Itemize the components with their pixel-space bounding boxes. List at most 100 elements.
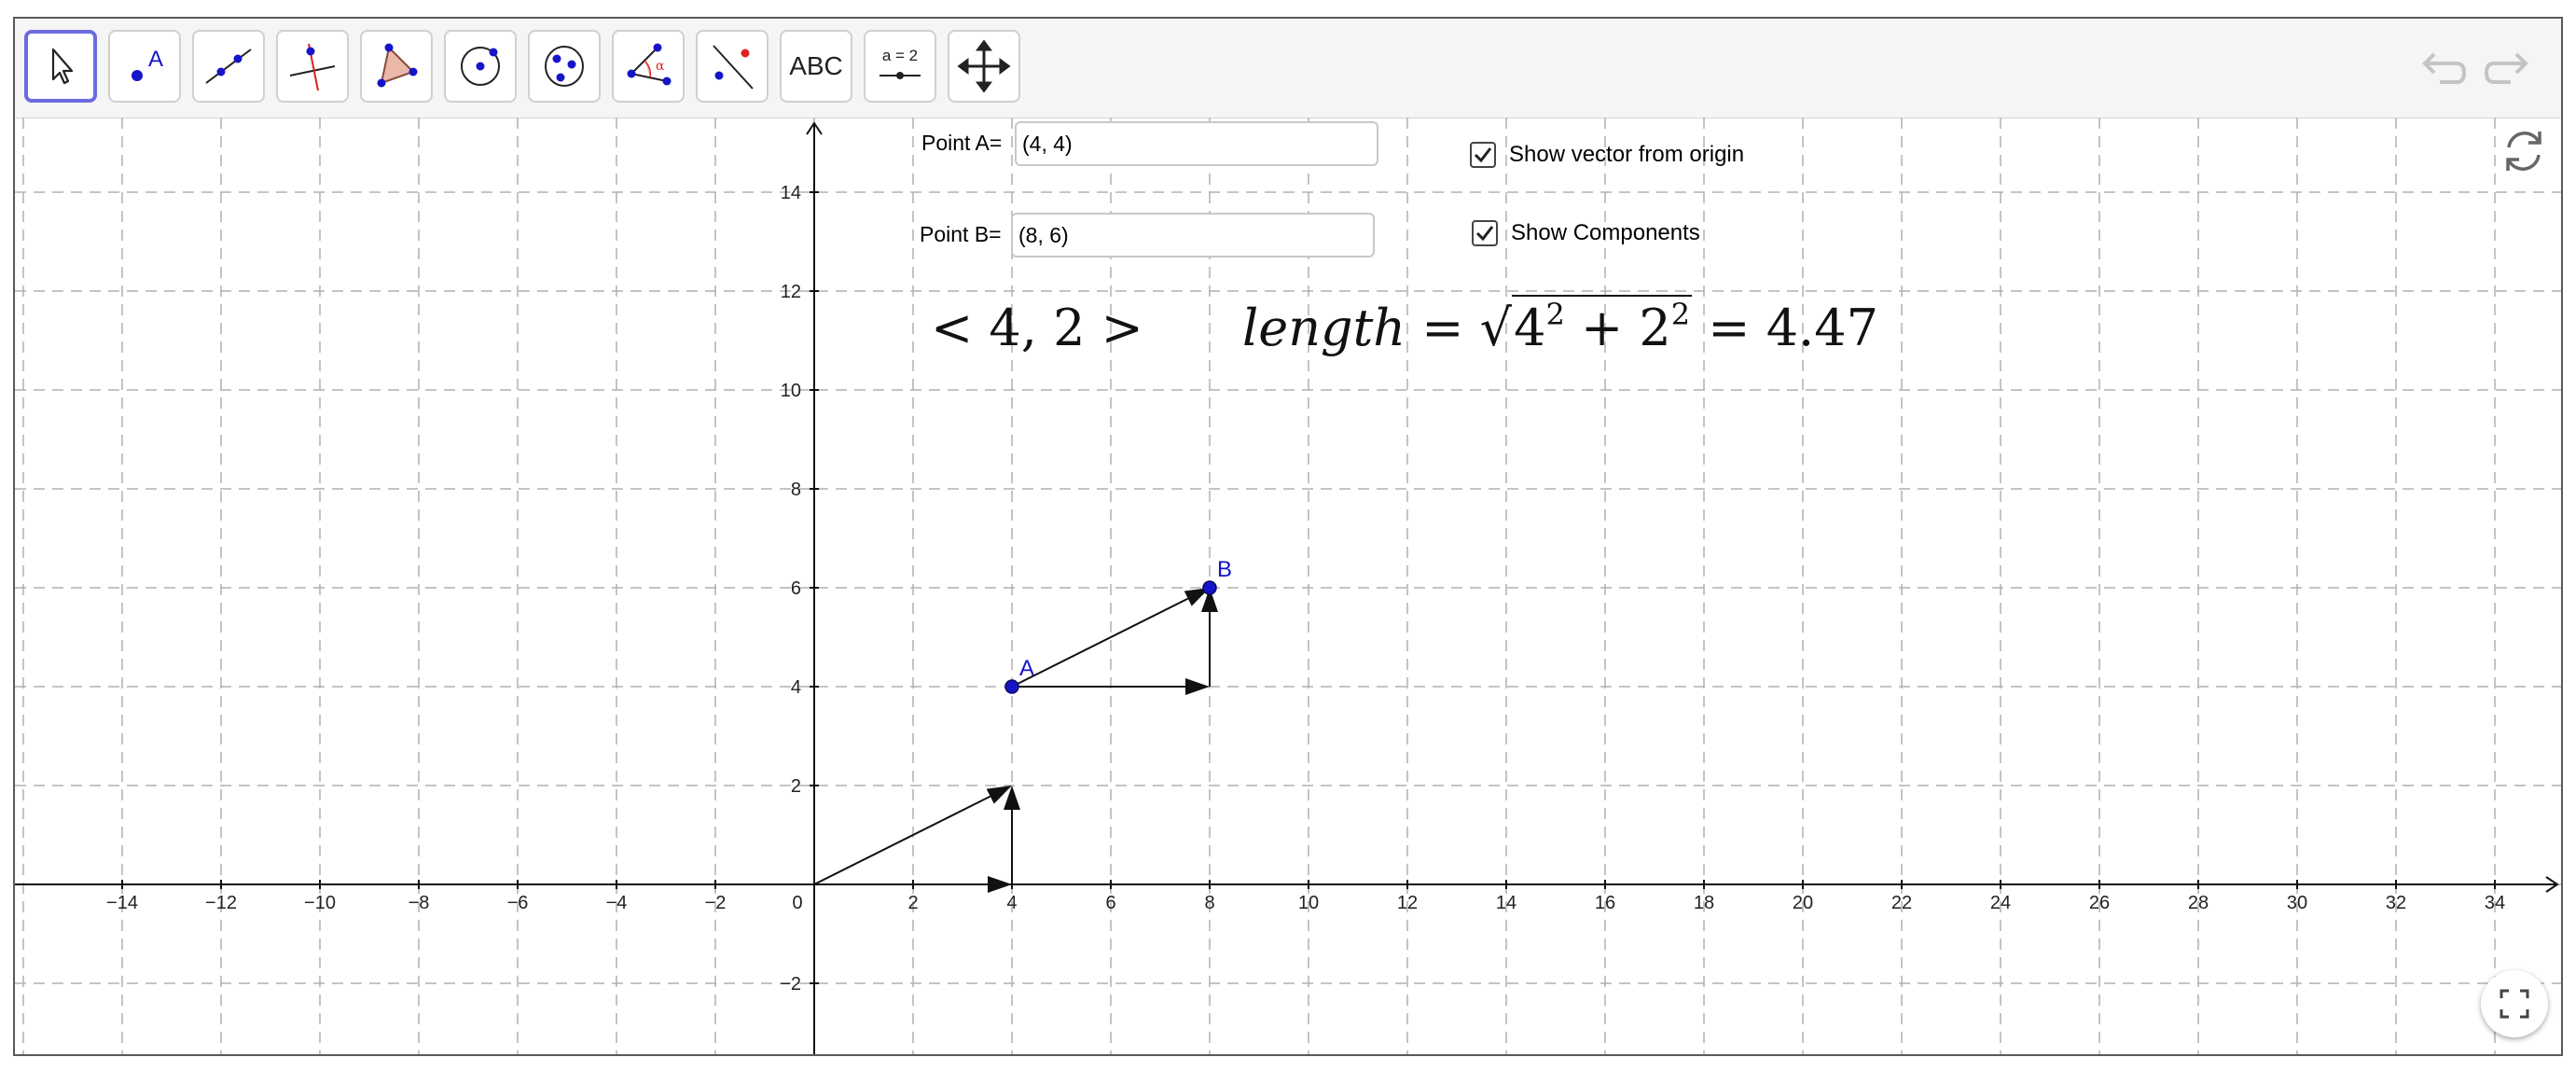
toolbar: A α ABC a = 2 <box>15 19 2561 118</box>
x-tick-label: 4 <box>1006 893 1017 913</box>
point-tool-button[interactable]: A <box>108 30 181 103</box>
component-y-ab-arrowhead <box>1201 588 1218 612</box>
component-x-origin-arrowhead <box>988 876 1012 893</box>
vector-origin-line <box>813 795 991 885</box>
points[interactable]: AB <box>1004 557 1232 694</box>
circle-center-point-tool-button[interactable] <box>444 30 517 103</box>
length-word: length <box>1242 299 1406 357</box>
y-tick-label: 6 <box>791 578 801 599</box>
reflect-line-icon <box>713 45 754 90</box>
x-tick-label: 22 <box>1891 893 1912 913</box>
angle-tool-button[interactable]: α <box>612 30 685 103</box>
grid <box>15 118 2561 1054</box>
show-components-label: Show Components <box>1511 220 1700 245</box>
x-tick-label: 10 <box>1298 893 1319 913</box>
circle-three-points-tool-button[interactable] <box>528 30 601 103</box>
slider-icon: a = 2 <box>879 47 921 79</box>
redo-icon[interactable] <box>2481 41 2537 97</box>
checkmark-icon <box>1475 226 1494 242</box>
point-b-input[interactable] <box>1011 213 1375 257</box>
x-tick-label: 32 <box>2386 893 2406 913</box>
x-tick-label: 30 <box>2287 893 2307 913</box>
fullscreen-button[interactable] <box>2481 970 2548 1037</box>
x-tick-label: 26 <box>2089 893 2110 913</box>
x-tick-label: 24 <box>1990 893 2011 913</box>
point-a-label: Point A= <box>921 131 1003 155</box>
x-tick-label: −10 <box>304 893 336 913</box>
svg-text:a = 2: a = 2 <box>882 47 918 64</box>
x-tick-label: 8 <box>1204 893 1214 913</box>
base-one: 4 <box>1514 299 1546 357</box>
circle-three-points-icon <box>545 46 584 87</box>
point-a[interactable] <box>1004 679 1019 694</box>
circle-center-point-icon <box>461 47 500 86</box>
point-a-label: A <box>1019 656 1034 681</box>
point-b-label: B <box>1217 557 1232 582</box>
angle-icon: α <box>627 43 672 86</box>
perpendicular-line-tool-button[interactable] <box>276 30 349 103</box>
radicand: 42 + 22 <box>1512 295 1693 357</box>
show-components-checkbox[interactable]: Show Components <box>1472 220 1700 246</box>
length-formula: length = √42 + 22 = 4.47 <box>1242 295 1878 357</box>
line-through-points-icon <box>205 49 252 84</box>
component-y-origin-arrowhead <box>1004 786 1020 810</box>
refresh-icon[interactable] <box>2500 127 2548 175</box>
move-arrows-icon <box>957 39 1011 93</box>
y-tick-label: 12 <box>781 282 801 302</box>
length-result: = 4.47 <box>1708 299 1878 357</box>
x-tick-label: 6 <box>1105 893 1115 913</box>
y-tick-label: 14 <box>781 183 801 203</box>
x-tick-label: 28 <box>2188 893 2209 913</box>
point-b[interactable] <box>1202 580 1217 595</box>
equals-sign: = <box>1421 299 1464 357</box>
x-tick-label: 0 <box>792 893 802 913</box>
show-vector-label: Show vector from origin <box>1509 142 1745 167</box>
x-tick-label: 34 <box>2485 893 2505 913</box>
x-tick-label: −2 <box>705 893 727 913</box>
show-vector-checkbox[interactable]: Show vector from origin <box>1470 142 1744 168</box>
x-tick-label: 12 <box>1397 893 1418 913</box>
x-tick-label: −12 <box>205 893 237 913</box>
svg-text:α: α <box>656 59 665 74</box>
line-tool-button[interactable] <box>192 30 265 103</box>
point-a-input[interactable] <box>1015 121 1378 166</box>
polygon-tool-button[interactable] <box>360 30 433 103</box>
base-two: 2 <box>1639 299 1671 357</box>
x-tick-label: −6 <box>507 893 529 913</box>
geogebra-app: A α ABC a = 2 <box>13 17 2563 1056</box>
move-graphics-view-tool-button[interactable] <box>948 30 1020 103</box>
x-tick-label: 14 <box>1496 893 1517 913</box>
x-tick-label: −8 <box>409 893 430 913</box>
x-tick-label: 20 <box>1793 893 1813 913</box>
x-tick-label: −14 <box>106 893 138 913</box>
text-tool-button[interactable]: ABC <box>780 30 852 103</box>
checkbox-box[interactable] <box>1470 142 1496 168</box>
move-tool-button[interactable] <box>24 30 97 103</box>
y-tick-label: −2 <box>780 974 801 994</box>
vectors <box>813 588 1218 893</box>
x-tick-label: −4 <box>606 893 628 913</box>
x-tick-label: 18 <box>1694 893 1714 913</box>
vector-ab-arrowhead <box>1184 588 1210 606</box>
undo-icon[interactable] <box>2414 41 2470 97</box>
reflect-tool-button[interactable] <box>696 30 769 103</box>
plus-sign: + <box>1580 299 1624 357</box>
y-tick-label: 8 <box>791 480 801 500</box>
cursor-arrow-icon <box>51 48 74 85</box>
vector-ab-line <box>1011 597 1189 688</box>
checkmark-icon <box>1474 147 1492 163</box>
exponent-two: 2 <box>1670 297 1691 332</box>
sqrt-symbol: √ <box>1479 299 1513 357</box>
slider-tool-button[interactable]: a = 2 <box>864 30 936 103</box>
polygon-icon <box>377 43 418 88</box>
svg-text:A: A <box>148 47 163 72</box>
point-a-icon: A <box>132 47 163 81</box>
point-b-label: Point B= <box>920 222 1002 246</box>
y-tick-label: 2 <box>791 776 801 797</box>
vector-origin-arrowhead <box>986 786 1012 804</box>
checkbox-box[interactable] <box>1472 220 1498 246</box>
x-axis-arrow <box>2545 876 2559 893</box>
exponent-one: 2 <box>1545 297 1565 332</box>
